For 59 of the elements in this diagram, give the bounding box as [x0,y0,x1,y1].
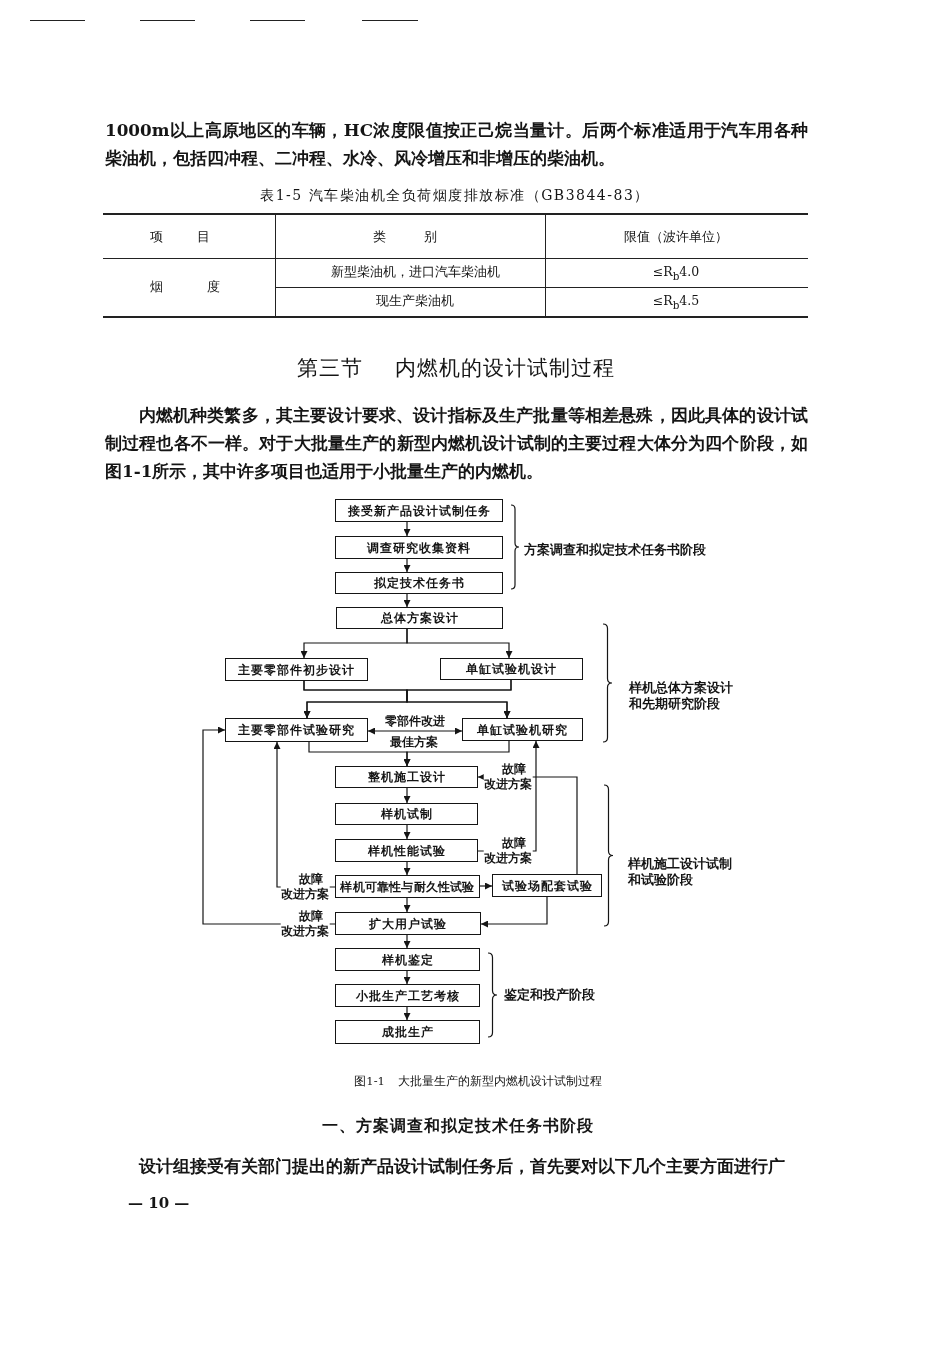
process-box: 单缸试验机设计 [440,658,583,680]
stage-label: 鉴定和投产阶段 [504,987,595,1003]
edge-label: 故障改进方案 [280,909,330,939]
section-heading: 第三节 内燃机的设计试制过程 [296,355,616,382]
arrow [403,897,411,913]
table-title: 表1-5 汽车柴油机全负荷烟度排放标准（GB3844-83） [260,187,650,205]
process-box: 样机可靠性与耐久性试验 [335,875,480,898]
arrow [403,824,411,840]
body-paragraph: 设计组接受有关部门提出的新产品设计试制任务后，首先要对以下几个主要方面进行广 [137,1155,785,1178]
double-arrow [367,727,463,735]
process-box: 接受新产品设计试制任务 [335,499,503,522]
arrow [403,1006,411,1021]
process-box: 整机施工设计 [335,766,478,788]
edge-label: 故障改进方案 [483,836,533,866]
table-text: ≤R$_{b}$4.5 [652,293,700,313]
process-box: 调查研究收集资料 [335,536,503,559]
table-text: ≤R$_{b}$4.0 [652,264,700,284]
body-paragraph: 内燃机种类繁多，其主要设计要求、设计指标及生产批量等相差悬殊，因此具体的设计试制过程也各不一样。对于大批量生产的新型内燃机设计试制的主要过程大体分为四个阶段，如图1-1所示，其中许多项目也适用于小批量生产的内燃机。 [105,404,808,483]
process-box: 单缸试验机研究 [462,718,583,741]
figure-caption: 图1-1 大批量生产的新型内燃机设计试制过程 [354,1074,602,1089]
process-box: 样机试制 [335,803,478,825]
arrow [303,679,512,719]
edge-label: 最佳方案 [390,734,438,750]
process-box: 试验场配套试验 [492,874,602,897]
arrow [403,787,411,804]
arrow [403,521,411,537]
process-box: 样机鉴定 [335,948,480,971]
process-box: 主要零部件初步设计 [225,658,368,681]
arrow [406,628,513,659]
arrow [403,861,411,876]
process-box: 小批生产工艺考核 [335,984,480,1007]
process-box: 拟定技术任务书 [335,572,503,594]
edge-label: 故障改进方案 [280,872,330,902]
process-box: 总体方案设计 [336,607,503,629]
arrow [403,934,411,949]
body-paragraph: 1000m以上高原地区的车辆，HC浓度限值按正己烷当量计。后两个标准适用于汽车用各种柴油机，包括四冲程、二冲程、水冷、风冷增压和非增压的柴油机。 [105,119,808,170]
stage-label: 样机总体方案设计和先期研究阶段 [629,680,734,712]
arrow [479,882,493,890]
arrow [403,970,411,985]
stage-label: 方案调查和拟定技术任务书阶段 [524,542,706,558]
process-box: 成批生产 [335,1020,480,1044]
column-header: 类别 [373,229,437,244]
arrow [480,896,548,928]
edge-label: 故障改进方案 [483,762,533,792]
column-header: 项目 [150,229,210,244]
process-box: 扩大用户试验 [335,912,481,935]
column-header: 限值（波许单位） [624,229,728,244]
row-header: 烟度 [150,279,220,294]
arrow [403,558,411,573]
arrow [403,740,510,767]
subsection-heading: 一、方案调查和拟定技术任务书阶段 [322,1116,594,1137]
process-box: 样机性能试验 [335,839,478,862]
page-number: — 10 — [128,1194,190,1212]
table-text: 现生产柴油机 [376,293,454,308]
arrow [403,593,411,608]
table-text: 新型柴油机，进口汽车柴油机 [330,264,500,279]
edge-label: 零部件改进 [385,713,445,729]
process-box: 主要零部件试验研究 [225,718,368,742]
stage-label: 样机施工设计试制和试验阶段 [628,856,733,888]
